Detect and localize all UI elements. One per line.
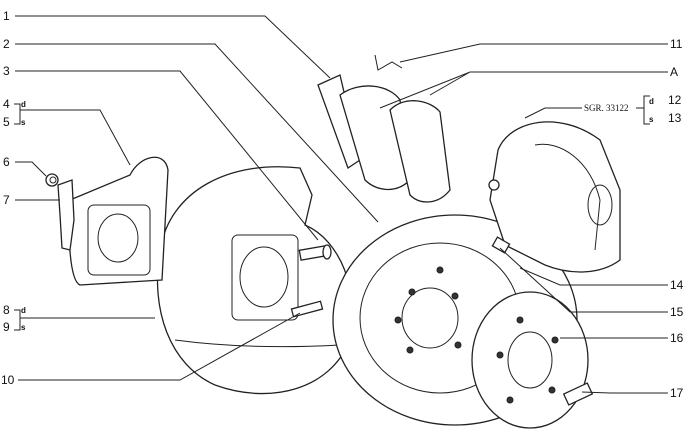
reference-code: SGR. 33122 (584, 103, 629, 113)
dust-shield (156, 166, 354, 395)
backing-bracket (68, 156, 169, 286)
callout-14: 14 (670, 278, 684, 292)
callout-17: 17 (670, 386, 684, 400)
nut (45, 173, 59, 187)
callout-7: 7 (3, 193, 10, 207)
brake-pads (317, 74, 451, 203)
callout-1: 1 (3, 9, 10, 23)
caliper (488, 121, 621, 273)
callout-9: 9 (3, 320, 10, 334)
callout-5: 5 (3, 115, 10, 129)
callout-A: A (670, 65, 678, 79)
callout-12-side: d (649, 97, 654, 106)
pad-spring (374, 54, 403, 71)
callout-12: 12 (668, 93, 682, 107)
callout-16: 16 (670, 331, 684, 345)
bleed-screw (491, 236, 511, 254)
callout-5-side: s (21, 118, 26, 127)
callout-8: 8 (3, 303, 10, 317)
callout-9-side: s (21, 323, 26, 332)
callout-10: 10 (1, 373, 15, 387)
bracket-plate (57, 179, 75, 251)
callout-11: 11 (670, 37, 683, 51)
callout-8-side: d (21, 306, 26, 315)
callout-3: 3 (3, 64, 10, 78)
callout-4: 4 (3, 97, 10, 111)
callout-15: 15 (670, 305, 684, 319)
wheel-stud (562, 382, 594, 406)
leader-lines (14, 15, 668, 394)
callout-2: 2 (3, 37, 10, 51)
bolt (298, 244, 332, 261)
callout-4-side: d (21, 100, 26, 109)
callout-13-side: s (649, 115, 654, 124)
callout-6: 6 (3, 155, 10, 169)
callout-13: 13 (668, 111, 682, 125)
hub-flange (471, 291, 589, 429)
